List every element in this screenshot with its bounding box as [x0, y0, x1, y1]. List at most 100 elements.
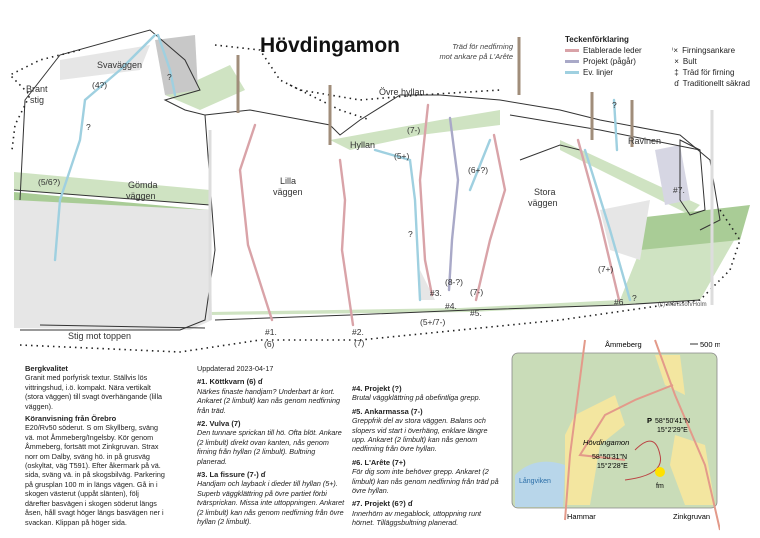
- map-crag-lon: 15°2'28"E: [597, 462, 628, 470]
- svg-text:(5/6?): (5/6?): [38, 177, 60, 187]
- legend-label: Projekt (pågår): [583, 57, 636, 66]
- map-parking-lat: 58°50'41"N: [655, 417, 690, 425]
- legend-established: Etablerade leder: [565, 45, 642, 56]
- line-svavaggen: [53, 33, 157, 262]
- route-text: Innerhörn av megablock, uttoppning runt …: [352, 508, 482, 528]
- rock-shading: [14, 35, 690, 330]
- svg-text:(5+/7-): (5+/7-): [420, 317, 445, 327]
- trad-gear-icon: ɗ: [257, 377, 263, 387]
- location-map: Åmmeberg 500 m Hammar Zinkgruvan Hövding…: [511, 339, 720, 531]
- rappel-tree-icon: ‡: [672, 68, 679, 77]
- trad-gear-icon: ɗ: [672, 79, 679, 88]
- route-title: #1. Köttkvarn (6) ɗ: [197, 377, 263, 387]
- legend-label: Träd för firning: [682, 68, 735, 77]
- rock-title: Bergkvalitet: [25, 364, 68, 373]
- route-lines: [53, 33, 632, 327]
- directions-text: E20/Rv50 söderut. S om Skyllberg, sväng …: [25, 423, 165, 527]
- routes-column-1: Uppdaterad 2023-04-17 #1. Köttkvarn (6) …: [197, 364, 347, 527]
- svg-text:#3.: #3.: [430, 288, 442, 298]
- route-text: Den tunnare sprickan till hö. Ofta blöt.…: [197, 428, 342, 466]
- copyright: (c) Månsson/Holm: [658, 301, 707, 308]
- map-sw: Hammar: [567, 512, 596, 521]
- lake: [515, 461, 565, 507]
- line-svavaggen-2: [156, 33, 177, 97]
- road: [564, 339, 720, 531]
- route-title: #4. Projekt (?): [352, 384, 402, 393]
- area-brant-stig-2: stig: [30, 95, 44, 105]
- bolt-icon: ×: [672, 57, 679, 66]
- grade-labels: (4?) ? ? (5/6?) (7-) (5+) (6+?) (8-?) (7…: [38, 72, 685, 349]
- route-title: #6. L'Arête (7+): [352, 457, 406, 467]
- page-title: Hövdingamon: [260, 34, 400, 57]
- route-title: #5. Ankarmassa (7-): [352, 406, 423, 416]
- svg-text:(4?): (4?): [92, 80, 107, 90]
- route-text: Greppfrik del av stora väggen. Balans oc…: [352, 416, 488, 454]
- svg-text:?: ?: [167, 72, 172, 82]
- line-ravinen: [612, 98, 619, 152]
- map-crag-lat: 58°50'31"N: [592, 453, 627, 461]
- svg-text:(8-?): (8-?): [445, 277, 463, 287]
- map-parking-lon: 15°2'29"E: [657, 426, 688, 434]
- trad-gear-icon: ɗ: [407, 499, 413, 509]
- trees: [208, 37, 714, 320]
- legend-label: Ev. linjer: [583, 68, 614, 77]
- map-fm: fm: [656, 483, 664, 490]
- legend-project: Projekt (pågår): [565, 56, 642, 67]
- route-title: #2. Vulva (7): [197, 419, 241, 429]
- svg-text:(6): (6): [264, 339, 275, 349]
- route-4-line: [447, 116, 460, 292]
- legend-label: Bult: [682, 57, 697, 66]
- rock-outlines: [13, 29, 721, 331]
- area-stig: Stig mot toppen: [68, 331, 131, 341]
- sun-icon: [655, 467, 665, 477]
- area-ravinen: Ravinen: [628, 136, 661, 146]
- route-title: #7. Projekt (6?) ɗ: [352, 499, 413, 509]
- svg-text:?: ?: [408, 229, 413, 239]
- legend-label: Firningsankare: [682, 46, 736, 55]
- svg-text:#6.: #6.: [614, 297, 626, 307]
- tree-note-1: Träd för nedfirning: [452, 42, 514, 51]
- svg-text:(7): (7): [354, 338, 365, 348]
- svg-text:#2.: #2.: [352, 327, 364, 337]
- route-6-line: [576, 138, 621, 302]
- tree-note-2: mot ankare på L'Arête: [439, 52, 513, 61]
- area-hyllan: Hyllan: [350, 140, 375, 150]
- svg-text:#4.: #4.: [445, 301, 457, 311]
- area-ovre-hyllan: Övre hyllan: [379, 87, 425, 97]
- route-text: Brutal väggklättring på obefintliga grep…: [352, 393, 481, 403]
- route-2-line: [338, 158, 355, 327]
- route-text: Handjam och layback i dieder till hyllan…: [197, 479, 345, 527]
- svg-text:#5.: #5.: [470, 308, 482, 318]
- svg-text:(7-): (7-): [407, 125, 420, 135]
- legend-symbols: ⁱ×Firningsankare ×Bult ‡Träd för firning…: [672, 45, 750, 89]
- map-crag: Hövdingamon: [583, 438, 629, 447]
- crag-topo: Hövdingamon Träd för nedfirning mot anka…: [8, 29, 750, 353]
- svg-text:(5+): (5+): [394, 151, 410, 161]
- area-stora-2: väggen: [528, 198, 558, 208]
- svg-text:?: ?: [632, 293, 637, 303]
- route-1-line: [238, 123, 274, 322]
- area-brant-stig-1: Brant: [26, 84, 48, 94]
- legend: Teckenförklaring Etablerade leder Projek…: [565, 34, 642, 78]
- svg-text:?: ?: [612, 100, 617, 110]
- route-text: För dig som inte behöver grepp. Ankaret …: [352, 467, 499, 496]
- svg-text:#7.: #7.: [673, 185, 685, 195]
- area-lilla-1: Lilla: [280, 176, 296, 186]
- map-parking: P: [647, 416, 652, 425]
- trad-gear-icon: ɗ: [260, 470, 266, 480]
- approach-path: [624, 440, 662, 481]
- area-gomda-2: väggen: [126, 191, 156, 201]
- route-5-line: [474, 133, 507, 302]
- route-3-line: [418, 103, 434, 297]
- legend-possible: Ev. linjer: [565, 67, 642, 78]
- rock-text: Granit med porfyrisk textur. Ställvis lö…: [25, 373, 163, 411]
- updated-date: Uppdaterad 2023-04-17: [197, 364, 274, 373]
- area-stora-1: Stora: [534, 187, 556, 197]
- map-north: Åmmeberg: [605, 340, 642, 349]
- legend-label: Traditionellt säkrad: [682, 79, 750, 88]
- svg-text:(7-): (7-): [470, 287, 483, 297]
- line-6pq: [468, 138, 492, 192]
- area-svavaggen: Svaväggen: [97, 60, 142, 70]
- area-gomda-1: Gömda: [128, 180, 158, 190]
- line-hyllan: [373, 148, 422, 302]
